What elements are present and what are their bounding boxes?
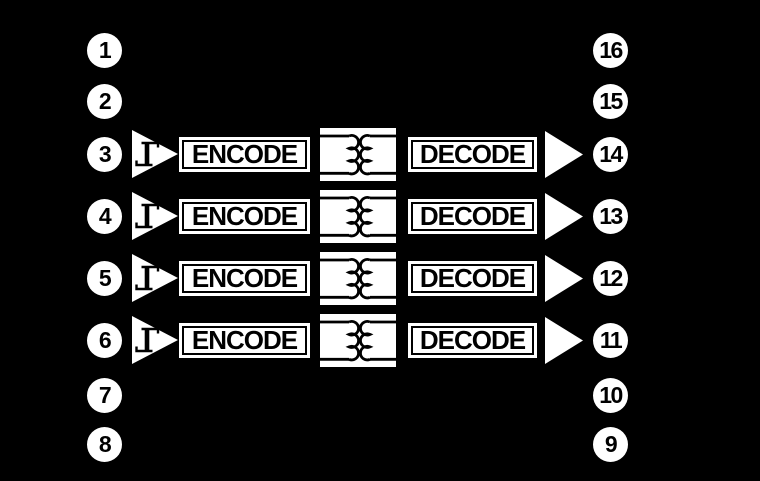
pin-13: 13	[593, 198, 628, 234]
pin-7: 7	[87, 377, 122, 413]
pin-10: 10	[593, 377, 628, 413]
transformer-icon	[320, 189, 396, 243]
decode-block-ch1: DECODE	[408, 136, 537, 172]
encode-block-ch2: ENCODE	[179, 198, 310, 234]
hysteresis-step-icon	[135, 141, 160, 167]
encode-label: ENCODE	[182, 201, 307, 231]
pin-14: 14	[593, 136, 628, 172]
output-buffer-icon	[545, 254, 583, 302]
hysteresis-step-icon	[135, 327, 160, 353]
output-buffer-icon	[545, 316, 583, 364]
transformer-icon	[320, 251, 396, 305]
output-buffer-icon	[545, 192, 583, 240]
pin-4: 4	[87, 198, 122, 234]
decode-label: DECODE	[411, 325, 534, 355]
pin-9: 9	[593, 427, 628, 462]
output-buffer-icon	[545, 130, 583, 178]
transformer-icon	[320, 313, 396, 367]
decode-block-ch4: DECODE	[408, 322, 537, 358]
pin-8: 8	[87, 427, 122, 462]
transformer-icon	[320, 127, 396, 181]
encode-label: ENCODE	[182, 325, 307, 355]
pin-12: 12	[593, 260, 628, 296]
hysteresis-step-icon	[135, 203, 160, 229]
pin-11: 11	[593, 322, 628, 358]
schmitt-trigger-buffer-icon	[132, 254, 178, 302]
schmitt-trigger-buffer-icon	[132, 192, 178, 240]
encode-block-ch1: ENCODE	[179, 136, 310, 172]
pin-15: 15	[593, 83, 628, 119]
decode-block-ch3: DECODE	[408, 260, 537, 296]
pin-1: 1	[87, 33, 122, 68]
pin-5: 5	[87, 260, 122, 296]
decode-block-ch2: DECODE	[408, 198, 537, 234]
schmitt-trigger-buffer-icon	[132, 130, 178, 178]
decode-label: DECODE	[411, 201, 534, 231]
encode-label: ENCODE	[182, 139, 307, 169]
hysteresis-step-icon	[135, 265, 160, 291]
encode-block-ch3: ENCODE	[179, 260, 310, 296]
schmitt-trigger-buffer-icon	[132, 316, 178, 364]
encode-block-ch4: ENCODE	[179, 322, 310, 358]
pin-3: 3	[87, 136, 122, 172]
decode-label: DECODE	[411, 263, 534, 293]
pin-6: 6	[87, 322, 122, 358]
pin-2: 2	[87, 83, 122, 119]
pin-16: 16	[593, 33, 628, 68]
encode-label: ENCODE	[182, 263, 307, 293]
decode-label: DECODE	[411, 139, 534, 169]
